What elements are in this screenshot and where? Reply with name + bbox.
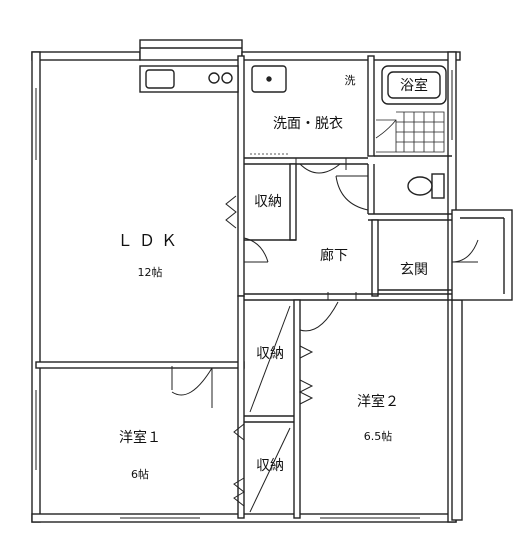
room-size-ldk: 12帖 xyxy=(138,266,163,279)
room-label-storage-bottom: 収納 xyxy=(256,458,284,474)
room-size-western1: 6帖 xyxy=(131,468,149,481)
window-marks xyxy=(35,70,453,519)
stove-burner-icon xyxy=(221,72,233,84)
room-label-entrance: 玄関 xyxy=(400,261,428,278)
room-label-storage-mid: 収納 xyxy=(256,346,284,362)
room-label-western1: 洋室１ xyxy=(119,429,161,446)
interior-walls xyxy=(35,55,513,519)
wash-basin xyxy=(251,65,287,93)
stove-burner-icon xyxy=(208,72,220,84)
bathtub xyxy=(381,65,447,105)
room-label-ldk: ＬＤＫ xyxy=(117,231,183,250)
door-swings xyxy=(171,158,479,408)
room-label-hallway: 廊下 xyxy=(320,247,348,264)
room-size-western2: 6.5帖 xyxy=(364,430,393,443)
room-label-washroom: 洗面・脱衣 xyxy=(273,116,343,132)
folding-doors xyxy=(225,195,314,513)
toilet-icon xyxy=(407,173,445,199)
bath-floor-grid xyxy=(375,111,445,153)
room-label-western2: 洋室２ xyxy=(357,393,399,410)
room-label-storage-top: 収納 xyxy=(254,194,282,210)
room-label-bath: 浴室 xyxy=(400,77,428,94)
kitchen-counter xyxy=(139,65,239,93)
washer-mark: 洗 xyxy=(345,74,356,87)
